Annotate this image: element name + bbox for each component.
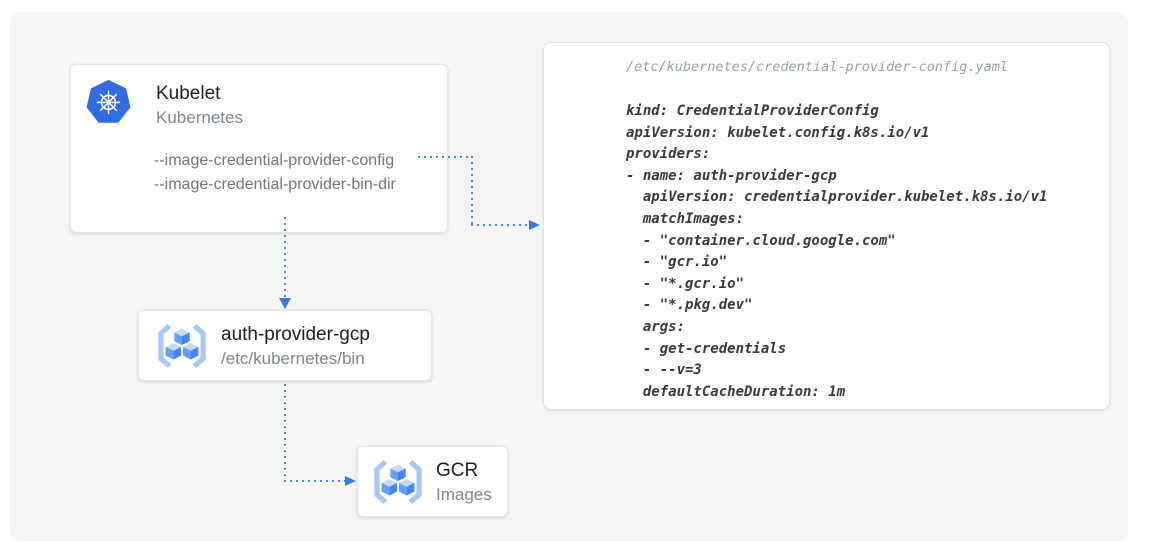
node-kubelet-subtitle: Kubernetes: [156, 108, 243, 127]
node-gcr: GCR Images: [357, 446, 508, 517]
yaml-code: kind: CredentialProviderConfig apiVersio…: [626, 103, 1048, 400]
gcr-icon: [368, 458, 428, 506]
node-auth-subtitle: /etc/kubernetes/bin: [221, 349, 365, 368]
gcr-icon: [152, 322, 212, 370]
yaml-filename: /etc/kubernetes/credential-provider-conf…: [626, 59, 1009, 75]
node-kubelet: Kubelet Kubernetes --image-credential-pr…: [70, 64, 448, 233]
flag-image-credential-provider-bin-dir: --image-credential-provider-bin-dir: [154, 176, 396, 193]
arrowhead-down-icon: [279, 298, 291, 309]
kubelet-flags: --image-credential-provider-config --ima…: [154, 149, 396, 197]
node-gcr-title: GCR: [436, 460, 479, 481]
kubernetes-icon: [86, 79, 131, 124]
arrowhead-right-icon: [345, 476, 356, 486]
yaml-config-panel: /etc/kubernetes/credential-provider-conf…: [543, 42, 1110, 410]
arrow-segment: [418, 156, 472, 158]
flag-image-credential-provider-config: --image-credential-provider-config: [154, 152, 395, 169]
node-auth-provider-gcp: auth-provider-gcp /etc/kubernetes/bin: [138, 310, 432, 381]
arrow-segment: [284, 480, 346, 482]
node-gcr-subtitle: Images: [436, 485, 492, 504]
arrow-segment: [284, 384, 286, 481]
node-auth-title: auth-provider-gcp: [221, 324, 370, 345]
node-kubelet-title: Kubelet: [156, 83, 221, 104]
arrowhead-right-icon: [529, 220, 540, 230]
arrow-segment: [471, 224, 530, 226]
arrow-segment: [471, 156, 473, 226]
arrow-segment: [284, 217, 286, 299]
